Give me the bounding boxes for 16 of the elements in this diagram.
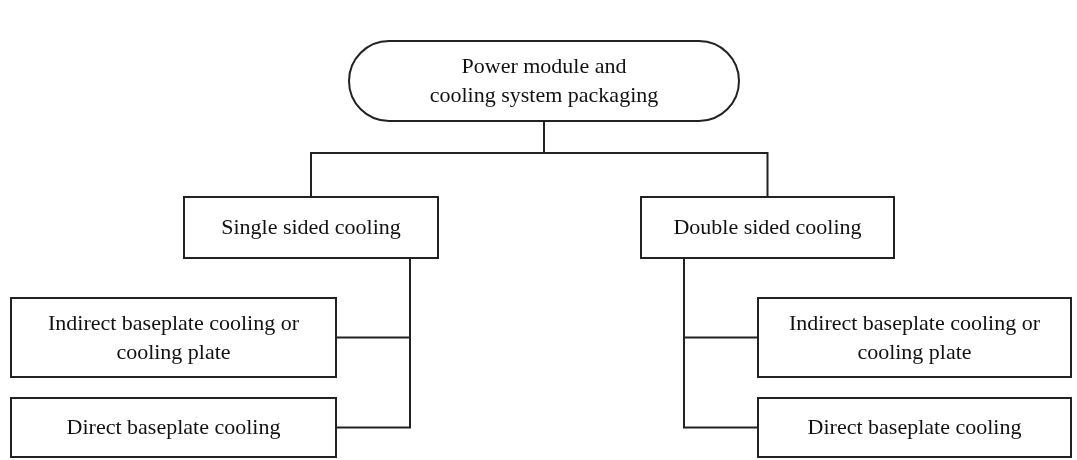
node-label: Double sided cooling — [673, 213, 862, 242]
node-label: Indirect baseplate cooling or cooling plate — [46, 308, 301, 366]
process-box — [757, 397, 1072, 458]
node-label: Direct baseplate cooling — [807, 413, 1022, 442]
process-box — [10, 397, 337, 458]
connector-line — [336, 258, 411, 429]
process-box — [640, 196, 895, 259]
node-label: Indirect baseplate cooling or cooling plate — [787, 308, 1042, 366]
node-label: Single sided cooling — [221, 213, 401, 242]
connector-line — [543, 121, 769, 197]
connector-line — [683, 258, 758, 429]
process-box — [183, 196, 439, 259]
process-box — [10, 297, 337, 378]
process-box — [757, 297, 1072, 378]
node-label: Power module and cooling system packaging — [428, 52, 660, 109]
node-label: Direct baseplate cooling — [66, 413, 281, 442]
